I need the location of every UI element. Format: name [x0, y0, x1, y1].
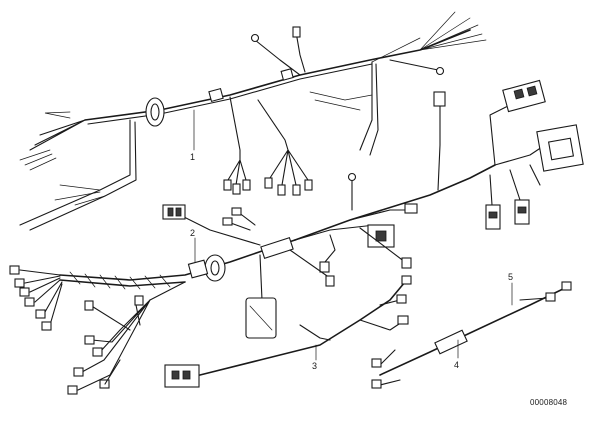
harness-3: 3 [164, 275, 412, 388]
callout-3: 3 [312, 361, 317, 371]
bottom-plug [164, 364, 200, 388]
plug-connector [292, 26, 301, 38]
drawing-code: 00008048 [530, 398, 568, 407]
callout-4: 4 [454, 360, 459, 370]
relay-plug [433, 91, 446, 107]
harness-1: 1 [19, 11, 584, 241]
top-plug [162, 204, 186, 220]
ring-terminal [250, 33, 260, 43]
inline-fuse [434, 329, 468, 355]
callout-1: 1 [190, 152, 195, 162]
harness-4: 4 5 [371, 272, 572, 389]
small-plug [223, 179, 232, 191]
callout-5: 5 [508, 272, 513, 282]
callout-2: 2 [190, 228, 195, 238]
harness-2: 2 [9, 203, 418, 395]
